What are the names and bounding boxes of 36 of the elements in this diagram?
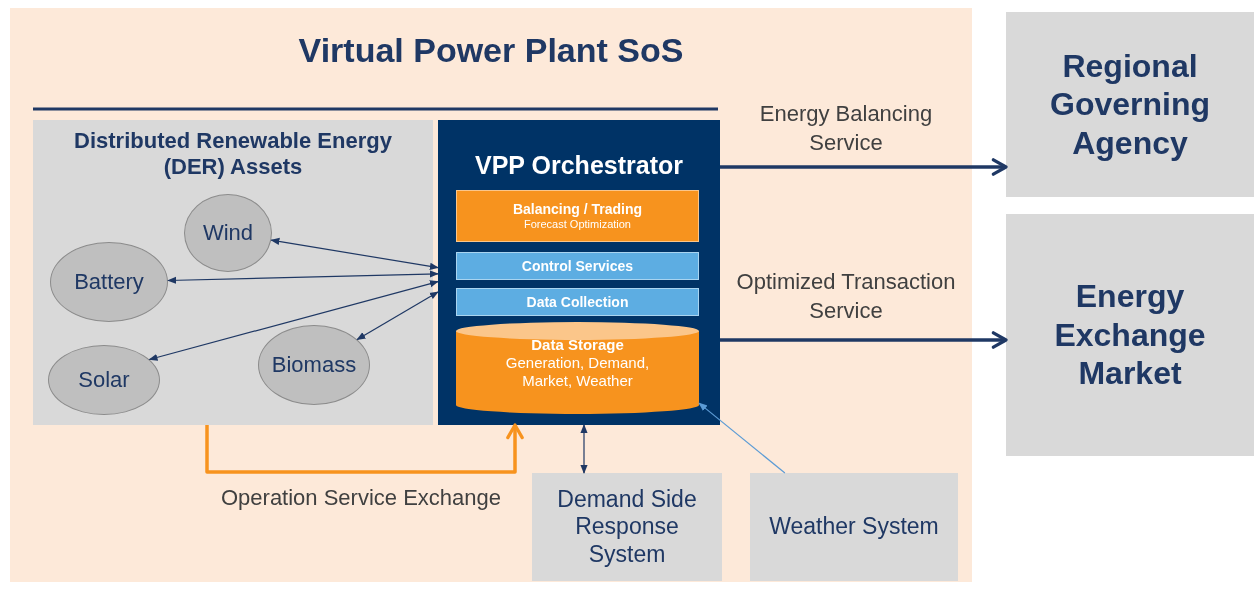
arrow bbox=[720, 158, 1008, 176]
orchestrator-panel bbox=[438, 120, 720, 425]
group-title: VPP Orchestrator bbox=[475, 150, 683, 180]
arrow bbox=[698, 402, 786, 474]
entity-box bbox=[1006, 214, 1254, 456]
node-label: Wind bbox=[202, 219, 254, 247]
arrow bbox=[205, 423, 524, 474]
group-panel bbox=[33, 120, 433, 425]
box-body: Generation, Demand, Market, Weather bbox=[504, 354, 651, 390]
node-label: Solar bbox=[78, 366, 130, 394]
process-box bbox=[456, 190, 699, 242]
node-label: Data Collection bbox=[526, 293, 629, 311]
node-label: Battery bbox=[74, 268, 144, 296]
system-panel bbox=[10, 8, 972, 582]
node-label: Energy Exchange Market bbox=[1053, 277, 1207, 393]
node-label: Control Services bbox=[521, 257, 634, 275]
process-box bbox=[456, 288, 699, 316]
box-title: Data Storage bbox=[531, 336, 624, 354]
double-arrow bbox=[167, 270, 439, 284]
double-arrow bbox=[148, 280, 439, 361]
arrow bbox=[720, 331, 1008, 349]
group-title: Virtual Power Plant SoS bbox=[298, 30, 684, 71]
box-subtitle: Forecast Optimization bbox=[524, 217, 631, 231]
process-box bbox=[456, 252, 699, 280]
node-label: Weather System bbox=[769, 513, 939, 541]
system-box bbox=[750, 473, 958, 581]
double-arrow bbox=[356, 291, 439, 341]
node-label: Regional Governing Agency bbox=[1049, 46, 1211, 163]
node-label: Biomass bbox=[271, 351, 357, 379]
double-arrow bbox=[270, 237, 439, 270]
system-box bbox=[532, 473, 722, 581]
box-title: Balancing / Trading bbox=[512, 201, 643, 218]
group-title: Distributed Renewable Energy (DER) Assets bbox=[73, 128, 393, 181]
node-label: Demand Side Response System bbox=[556, 485, 698, 569]
double-arrow bbox=[580, 424, 588, 474]
entity-box bbox=[1006, 12, 1254, 197]
